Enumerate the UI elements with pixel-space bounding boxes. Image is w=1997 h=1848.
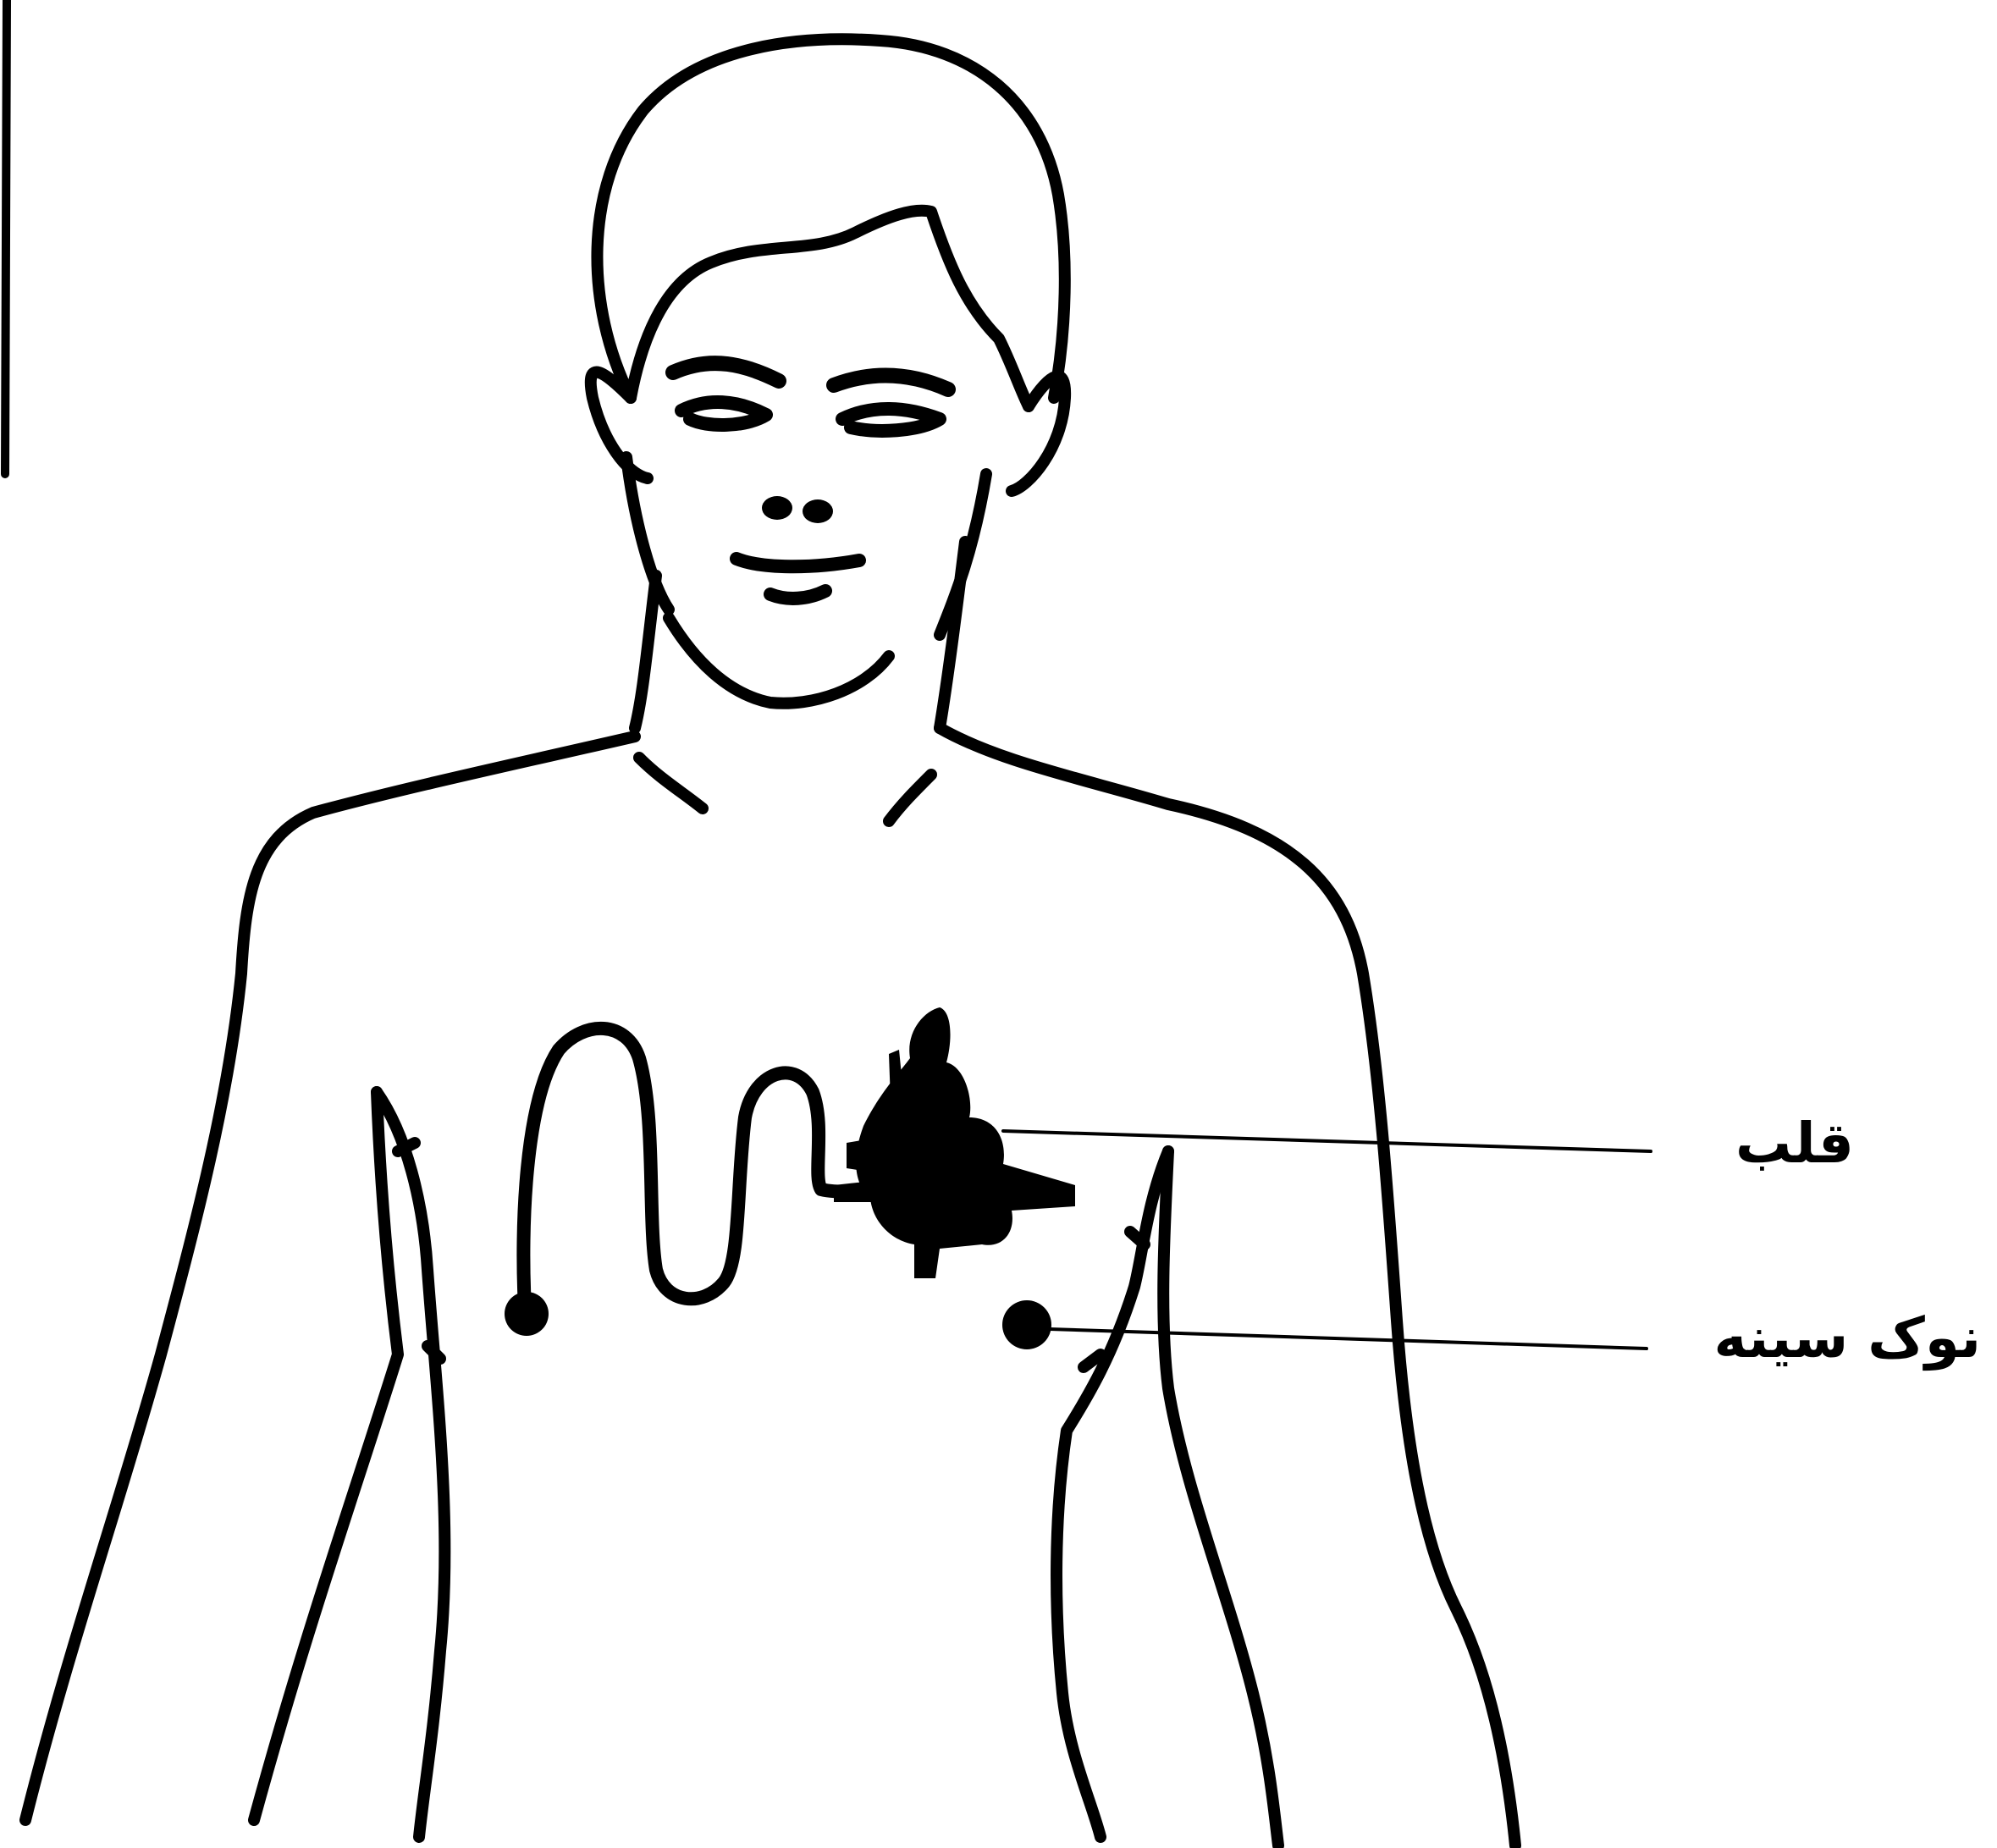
right-collarbone bbox=[889, 775, 931, 821]
left-eye bbox=[681, 402, 766, 425]
serpentine-end-dot bbox=[505, 1292, 549, 1336]
left-ear bbox=[591, 372, 648, 478]
right-eye bbox=[842, 409, 940, 431]
neck-left bbox=[635, 576, 656, 728]
nose-right-nostril bbox=[803, 499, 833, 523]
chest-serpentine-line bbox=[523, 1029, 880, 1308]
right-arm-outer bbox=[1163, 1151, 1278, 1845]
right-shoulder-torso bbox=[940, 728, 1515, 1845]
heart-label: قلب bbox=[1693, 1116, 1854, 1172]
apex-leader-line bbox=[1050, 1329, 1647, 1349]
hair-fringe bbox=[631, 211, 1029, 406]
apex-label: نوک سینه bbox=[1659, 1310, 1981, 1366]
apex-dot bbox=[1002, 1300, 1051, 1349]
heart-leader-line bbox=[1003, 1131, 1651, 1151]
left-eyebrow bbox=[673, 363, 779, 381]
right-arm-inner bbox=[1056, 1151, 1168, 1837]
face-chin bbox=[669, 618, 889, 703]
head-outline bbox=[597, 39, 1064, 398]
left-arm-outer bbox=[254, 1092, 398, 1820]
left-shoulder-torso bbox=[25, 736, 635, 1820]
page-border-line bbox=[5, 0, 7, 474]
right-eyebrow bbox=[834, 376, 948, 389]
lower-lip bbox=[770, 591, 825, 599]
nose-left-nostril bbox=[762, 496, 792, 520]
left-collarbone bbox=[639, 758, 703, 808]
heart-shape bbox=[834, 1007, 1075, 1278]
mouth bbox=[736, 559, 859, 566]
